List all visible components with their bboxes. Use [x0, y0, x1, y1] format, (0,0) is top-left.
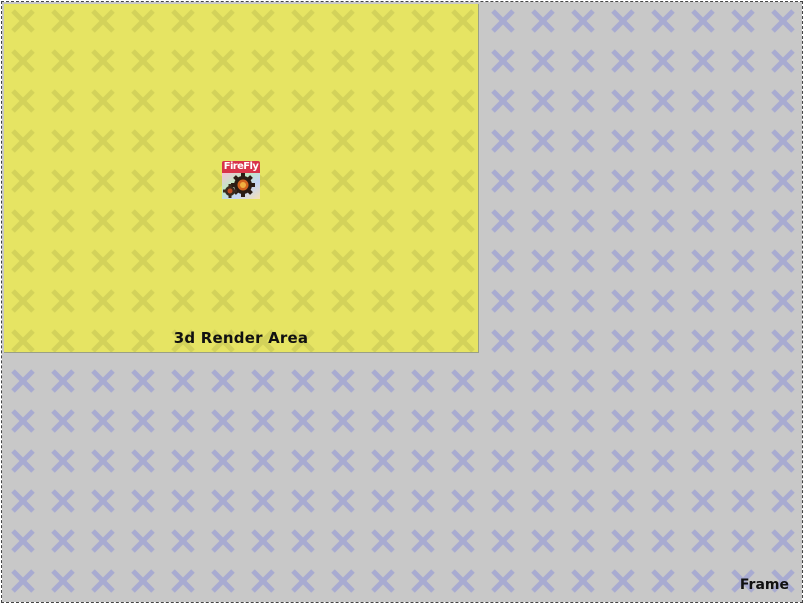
- render-area-label: 3d Render Area: [173, 329, 309, 347]
- firefly-logo-text: FireFly: [222, 161, 260, 173]
- render-area-cross-pattern: [4, 4, 478, 352]
- render-area[interactable]: FireFly: [4, 4, 479, 353]
- frame-label: Frame: [739, 577, 789, 593]
- gear-icon: [222, 173, 260, 199]
- firefly-logo-icon: FireFly: [222, 161, 260, 199]
